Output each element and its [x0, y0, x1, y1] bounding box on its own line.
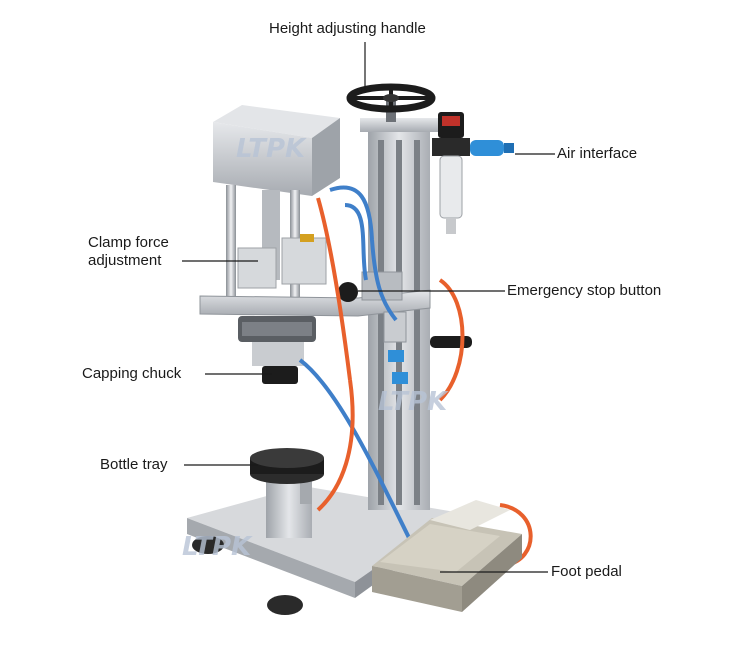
base-foot — [192, 536, 224, 554]
watermark-text: LTPK — [378, 387, 449, 417]
label-height-adjusting-handle: Height adjusting handle — [269, 20, 426, 37]
watermark-text: LTPK — [182, 532, 253, 562]
height-adjusting-handwheel — [346, 83, 436, 122]
label-emergency-stop-button: Emergency stop button — [507, 282, 662, 299]
base-foot — [267, 595, 303, 615]
watermark-text: LTPK — [236, 134, 307, 164]
air-filter-regulator — [432, 112, 514, 234]
air-fitting — [470, 140, 504, 156]
label-clamp-force-line2: adjustment — [88, 252, 162, 269]
emergency-stop-button — [338, 282, 358, 302]
leader-lines — [182, 42, 555, 573]
label-clamp-force-line1: Clamp force — [88, 234, 169, 251]
clamp-force-regulator — [281, 237, 327, 285]
label-foot-pedal: Foot pedal — [551, 563, 622, 580]
label-capping-chuck: Capping chuck — [82, 365, 182, 382]
capping-chuck — [262, 366, 298, 384]
foot-pedal — [372, 500, 522, 612]
label-air-interface: Air interface — [557, 145, 638, 162]
capping-head — [199, 105, 431, 384]
air-tubes — [298, 185, 533, 567]
bottle-tray — [250, 448, 324, 538]
label-bottle-tray: Bottle tray — [100, 456, 168, 473]
lock-lever — [430, 336, 472, 348]
